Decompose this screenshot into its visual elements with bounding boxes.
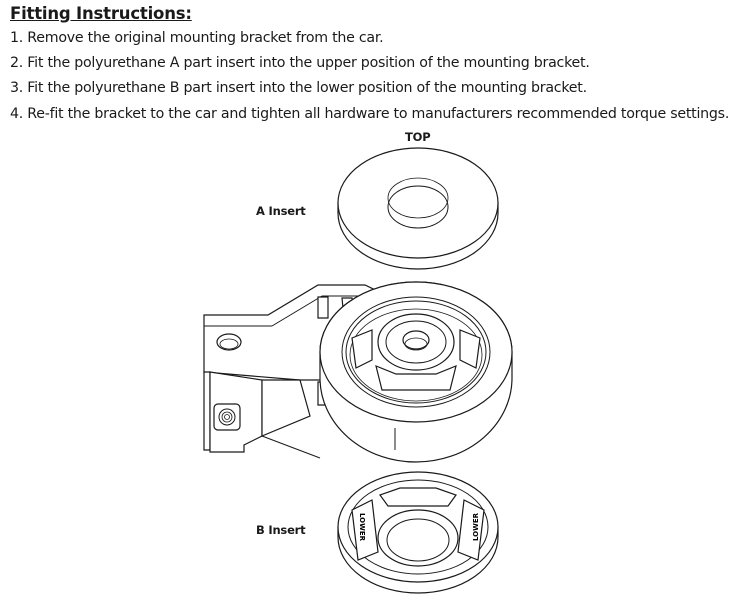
a-insert-label: A Insert: [256, 204, 306, 218]
instruction-step-2: 2. Fit the polyurethane A part insert in…: [10, 55, 590, 71]
fitting-instructions-title: Fitting Instructions:: [10, 4, 192, 23]
b-insert-label: B Insert: [256, 523, 306, 537]
b-insert-marking-right: LOWER: [472, 512, 480, 541]
a-insert-bush: [337, 147, 499, 270]
instruction-step-3: 3. Fit the polyurethane B part insert in…: [10, 80, 587, 96]
b-insert-marking-left: LOWER: [358, 513, 366, 542]
instruction-step-1: 1. Remove the original mounting bracket …: [10, 30, 384, 46]
b-insert-bush: LOWER LOWER: [337, 471, 499, 594]
instruction-step-4: 4. Re-fit the bracket to the car and tig…: [10, 106, 730, 122]
top-label: TOP: [405, 130, 431, 144]
mounting-bracket: [203, 281, 513, 463]
